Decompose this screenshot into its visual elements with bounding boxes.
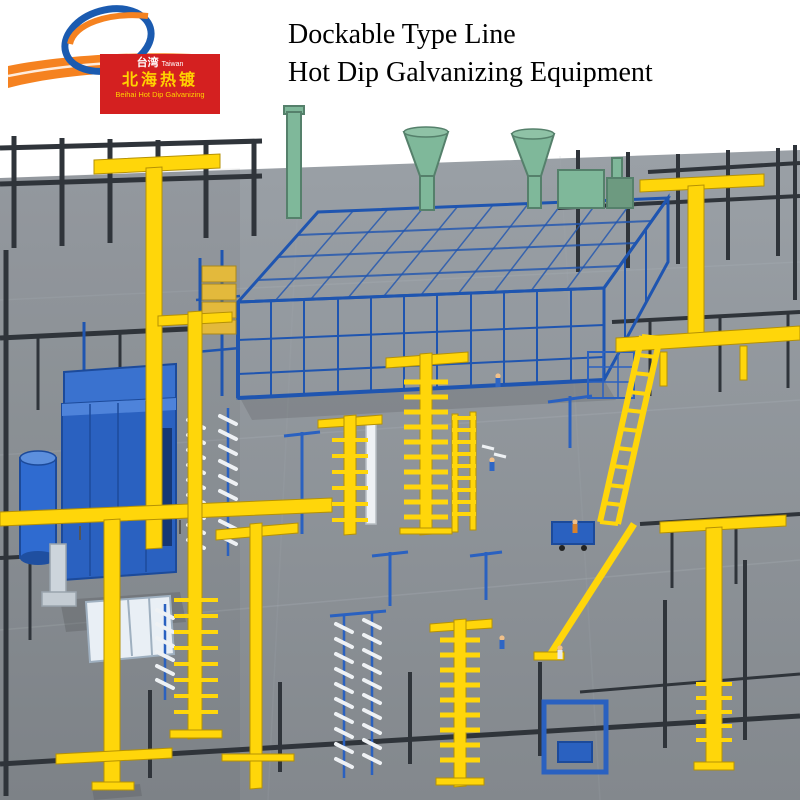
conveyor-ladder-mid-2: [451, 411, 477, 533]
crane-column-bottom-center: [215, 522, 299, 790]
loose-parts: [481, 444, 507, 459]
galvanizing-enclosure: [234, 193, 671, 400]
title-line-2: Hot Dip Galvanizing Equipment: [288, 57, 653, 88]
hanging-rack-bottom-center: [329, 609, 387, 778]
duct-elbow: [41, 543, 77, 607]
gantry-crane-top-left: [93, 153, 221, 550]
inclined-ladder-right: [597, 334, 663, 526]
jig-stand-3: [547, 394, 593, 448]
roof-duct: [557, 157, 634, 209]
crane-column-left-mid: [157, 310, 233, 740]
title-line-1: Dockable Type Line: [288, 19, 516, 50]
jig-stand-4: [469, 550, 503, 600]
hanging-rack-bottom-left: [155, 604, 175, 700]
worker-figure-1: [495, 373, 501, 387]
storage-tank: [19, 450, 57, 565]
page-title: Dockable Type Line Hot Dip Galvanizing E…: [288, 16, 653, 92]
material-stack: [201, 265, 237, 335]
loading-platform: [541, 699, 609, 775]
roof-exhaust-equipment: [283, 105, 634, 219]
conveyor-ladder-bottom: [429, 618, 493, 788]
worker-figure-4: [499, 635, 505, 649]
exhaust-pipe: [286, 111, 302, 219]
crane-column-left-front: [55, 518, 173, 791]
overhead-beam-right: [615, 325, 800, 387]
jib-beam: [533, 522, 637, 661]
conveyor-ladder-mid-3: [317, 414, 383, 536]
logo-brand-cn: 北海热镀: [121, 72, 198, 89]
exhaust-funnel-2: [510, 128, 556, 209]
gantry-crane-bottom-right: [659, 514, 787, 771]
worker-figure-2: [489, 457, 495, 471]
jig-stand-2: [371, 550, 409, 606]
gantry-crane-top-right: [639, 173, 765, 346]
conveyor-ladder-mid-1: [385, 351, 469, 536]
exhaust-funnel-1: [402, 126, 450, 211]
worker-figure-5: [557, 645, 563, 659]
jig-stand-1: [283, 430, 321, 534]
worker-figure-3: [572, 519, 578, 533]
logo-brand-en: Beihai Hot Dip Galvanizing: [115, 90, 205, 99]
overhead-beam-left: [0, 497, 333, 540]
